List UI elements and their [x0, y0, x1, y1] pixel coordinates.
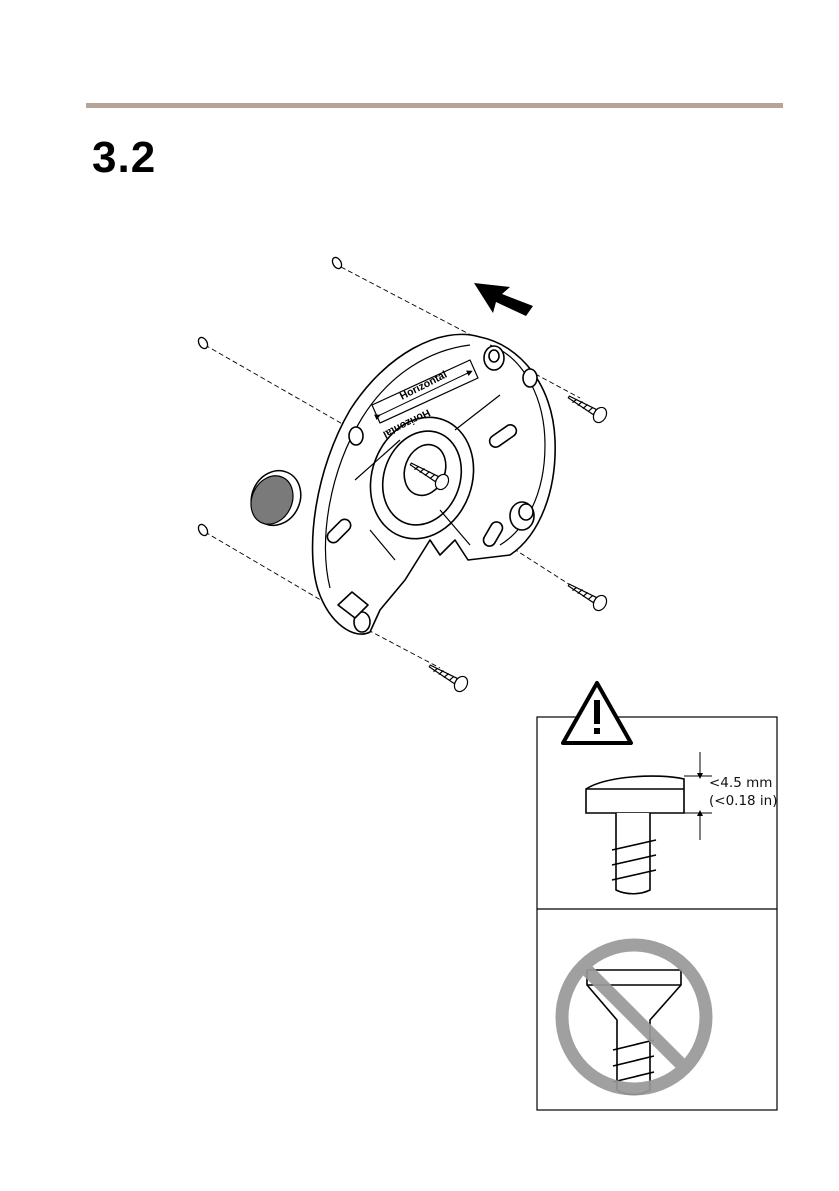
max-height-mm: <4.5 mm [709, 775, 772, 792]
sticker-icon [242, 462, 309, 533]
warning-triangle-icon [563, 683, 631, 743]
direction-arrow-icon [474, 283, 533, 316]
max-height-in: (<0.18 in) [709, 793, 778, 810]
